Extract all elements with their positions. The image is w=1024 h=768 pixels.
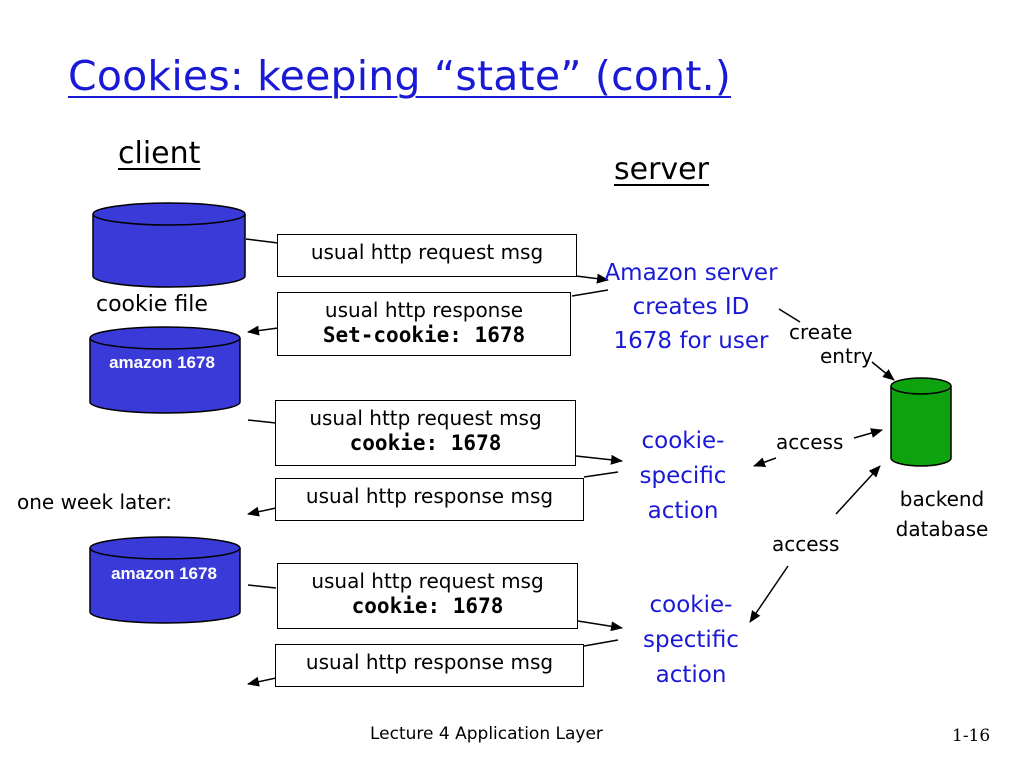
message-box-request-cookie-1: usual http request msg cookie: 1678 xyxy=(275,400,576,466)
arrow-create-entry xyxy=(778,308,895,381)
server-create-id-note: Amazon server creates ID 1678 for user xyxy=(588,256,794,358)
message-box-response-1: usual http response msg xyxy=(275,478,584,521)
arrow-request-1 xyxy=(245,238,609,284)
server-heading: server xyxy=(614,152,709,187)
message-text: usual http response msg xyxy=(305,484,554,508)
database-label-line: database xyxy=(895,517,989,541)
slide-footer: Lecture 4 Application Layer xyxy=(370,724,603,744)
note-line: 1678 for user xyxy=(613,328,769,354)
message-box-response-setcookie: usual http response Set-cookie: 1678 xyxy=(277,292,571,356)
note-line: cookie- xyxy=(641,428,725,454)
arrow-response-3 xyxy=(247,639,619,687)
database-label-line: backend xyxy=(899,487,985,511)
message-box-response-2: usual http response msg xyxy=(275,644,584,687)
cylinder-label-2: amazon 1678 xyxy=(111,564,217,583)
backend-database-cylinder xyxy=(890,377,952,467)
note-line: specific xyxy=(639,463,727,489)
cookie-header: cookie: 1678 xyxy=(349,431,502,455)
backend-database-label: backend database xyxy=(882,484,1002,544)
note-line: spectific xyxy=(643,627,739,653)
create-entry-line: entry xyxy=(820,344,873,368)
message-box-request-1: usual http request msg xyxy=(277,234,577,277)
access-label-2: access xyxy=(772,532,840,556)
message-text: usual http response xyxy=(324,298,524,322)
arrow-access-1 xyxy=(753,428,883,467)
cookie-file-cylinder-week-later xyxy=(89,536,241,624)
message-text: usual http request msg xyxy=(311,569,544,593)
create-entry-line: create xyxy=(789,320,853,344)
cookie-file-label: cookie file xyxy=(96,292,208,317)
message-text: usual http request msg xyxy=(309,406,542,430)
create-entry-label: create entry xyxy=(789,320,873,368)
note-line: action xyxy=(647,498,719,524)
arrow-access-2 xyxy=(749,465,881,623)
arrow-response-2 xyxy=(247,471,619,517)
slide-title: Cookies: keeping “state” (cont.) xyxy=(68,52,732,100)
page-number: 1-16 xyxy=(952,726,991,746)
arrow-request-2 xyxy=(247,419,623,465)
message-text: usual http response msg xyxy=(305,650,554,674)
note-line: Amazon server xyxy=(604,260,778,286)
note-line: cookie- xyxy=(649,592,733,618)
cookie-specific-action-2: cookie- spectific action xyxy=(626,588,756,693)
message-text: usual http request msg xyxy=(310,240,544,264)
cylinder-label-1: amazon 1678 xyxy=(109,353,215,372)
cookie-file-cylinder-amazon xyxy=(89,326,241,414)
access-label-1: access xyxy=(776,430,844,454)
cookie-specific-action-1: cookie- specific action xyxy=(618,424,748,529)
cookie-file-cylinder xyxy=(92,202,246,288)
set-cookie-header: Set-cookie: 1678 xyxy=(322,323,526,347)
arrow-request-3 xyxy=(247,584,623,632)
message-box-request-cookie-2: usual http request msg cookie: 1678 xyxy=(277,563,578,629)
client-heading: client xyxy=(118,136,201,171)
note-line: action xyxy=(655,662,727,688)
cookie-header: cookie: 1678 xyxy=(351,594,504,618)
note-line: creates ID xyxy=(632,294,750,320)
arrow-response-1 xyxy=(247,289,609,336)
one-week-later-label: one week later: xyxy=(17,490,173,514)
